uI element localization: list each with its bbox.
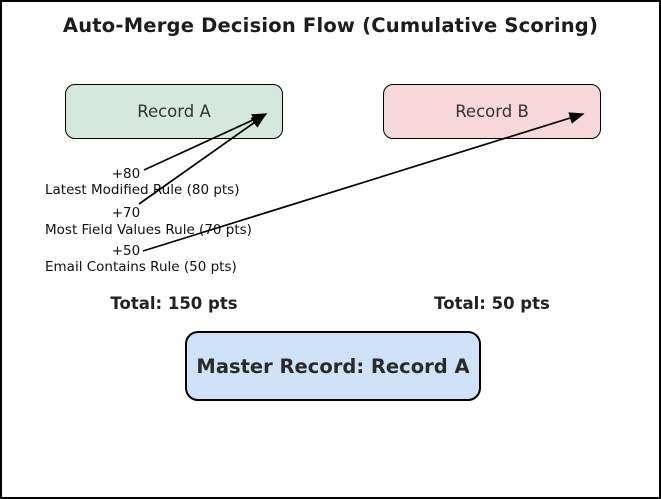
figure-title: Auto-Merge Decision Flow (Cumulative Sco… — [62, 14, 599, 37]
rule-points-email-contains: +50 — [111, 243, 141, 259]
total-record-a: Total: 150 pts — [110, 294, 238, 313]
total-record-b: Total: 50 pts — [434, 294, 550, 313]
rule-points-latest-modified: +80 — [111, 166, 141, 182]
record-b-box: Record B — [383, 84, 601, 139]
rule-points-most-field-values: +70 — [111, 205, 141, 221]
record-b-label: Record B — [455, 102, 529, 121]
record-a-label: Record A — [137, 102, 211, 121]
master-record-box: Master Record: Record A — [185, 331, 481, 401]
rule-label-email-contains: Email Contains Rule (50 pts) — [45, 259, 237, 275]
rule-label-most-field-values: Most Field Values Rule (70 pts) — [45, 222, 252, 238]
rule-label-latest-modified: Latest Modified Rule (80 pts) — [45, 182, 240, 198]
record-a-box: Record A — [65, 84, 283, 139]
master-record-label: Master Record: Record A — [196, 354, 470, 378]
